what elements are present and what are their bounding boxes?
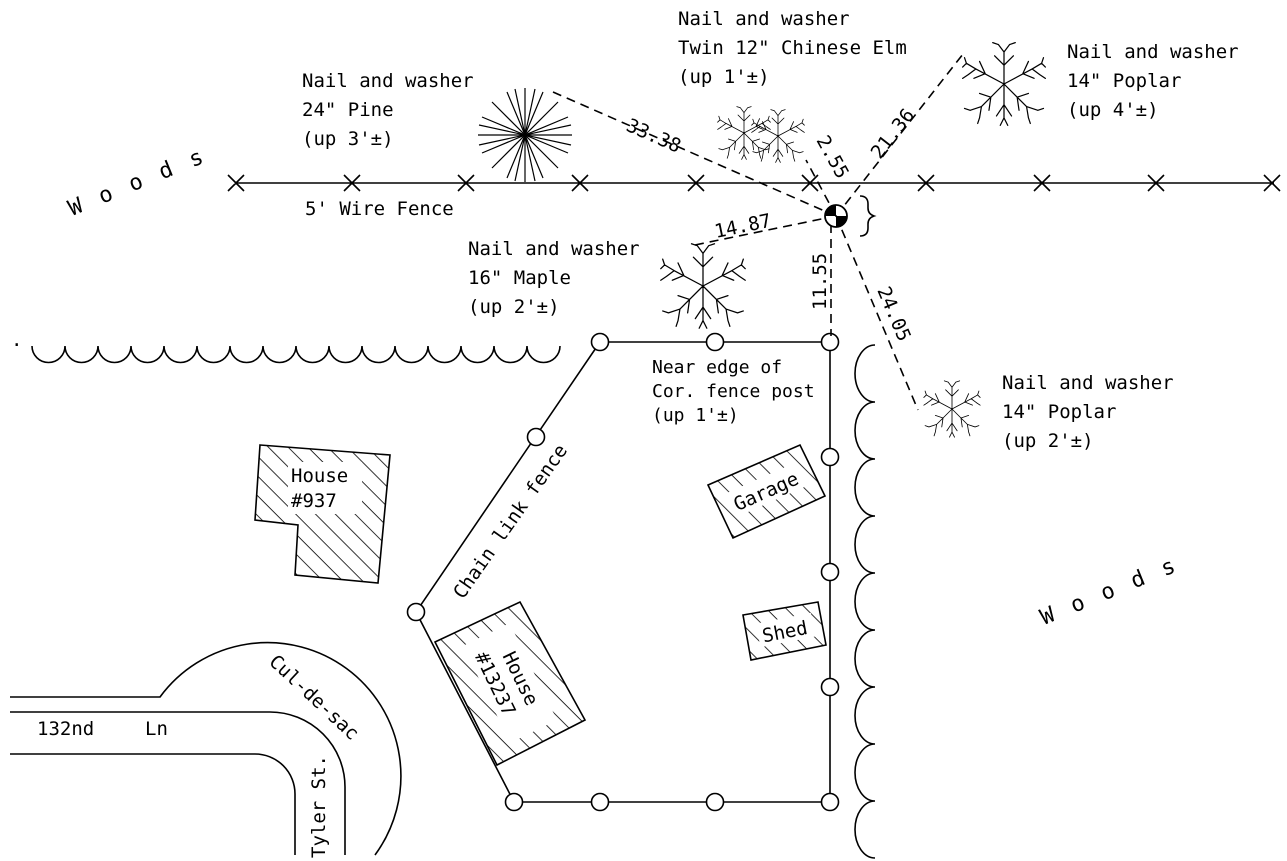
wire-fence-label: 5' Wire Fence (305, 198, 454, 220)
house-937: House #937 (254, 444, 391, 584)
chain-link-fence (415, 341, 831, 803)
svg-text:(up 2'±): (up 2'±) (468, 296, 560, 318)
tree-line-right (854, 344, 876, 859)
svg-text:14" Poplar: 14" Poplar (1067, 70, 1181, 92)
svg-text:#937: #937 (291, 490, 337, 512)
control-point-symbol (824, 204, 848, 228)
maple-tree-label: Nail and washer 16" Maple (up 2'±) (468, 238, 640, 318)
shed: Shed (742, 601, 827, 661)
corner-fence-post (820, 332, 840, 352)
pine-tree-icon (478, 88, 572, 182)
svg-text:Nail and washer: Nail and washer (1067, 41, 1239, 63)
wire-fence (227, 174, 1281, 192)
svg-text:Cor. fence post: Cor. fence post (652, 381, 815, 402)
svg-text:Nail and washer: Nail and washer (468, 238, 640, 260)
house-13237: House #13237 (433, 600, 587, 767)
svg-text:House: House (291, 465, 348, 487)
elm-tree-label: Nail and washer Twin 12" Chinese Elm (up… (678, 8, 907, 88)
tree-line-left: . (11, 329, 561, 364)
svg-text:Nail and washer: Nail and washer (1002, 372, 1174, 394)
fence-posts (406, 332, 840, 812)
poplar-bottom-label: Nail and washer 14" Poplar (up 2'±) (1002, 372, 1174, 452)
pine-tree-label: Nail and washer 24" Pine (up 3'±) (302, 70, 474, 150)
corner-post-label: Near edge of Cor. fence post (up 1'±) (652, 357, 815, 426)
garage: Garage (706, 443, 827, 540)
distance-maple: 14.87 (713, 210, 773, 243)
poplar-top-label: Nail and washer 14" Poplar (up 4'±) (1067, 41, 1239, 121)
svg-text:24" Pine: 24" Pine (302, 99, 394, 121)
svg-text:(up 2'±): (up 2'±) (1002, 430, 1094, 452)
svg-text:Twin 12" Chinese Elm: Twin 12" Chinese Elm (678, 37, 907, 59)
tie-lines (552, 53, 964, 411)
distance-poplar-bottom: 24.05 (872, 283, 915, 344)
lane-suffix-label: Ln (145, 718, 168, 740)
svg-text:Near edge of: Near edge of (652, 357, 782, 378)
distance-corner: 11.55 (809, 253, 831, 310)
svg-text:Nail and washer: Nail and washer (302, 70, 474, 92)
svg-text:(up 4'±): (up 4'±) (1067, 99, 1159, 121)
chain-link-fence-label: Chain link fence (449, 440, 572, 603)
lane-number-label: 132nd (37, 718, 94, 740)
distance-pine: 33.38 (623, 114, 684, 157)
tyler-street-label: Tyler St. (308, 755, 330, 858)
maple-tree-icon (660, 243, 746, 329)
svg-text:14" Poplar: 14" Poplar (1002, 401, 1116, 423)
woods-label-left: W o o d s (65, 144, 210, 222)
street-lines (10, 641, 402, 856)
brace-icon (859, 195, 877, 237)
svg-text:16" Maple: 16" Maple (468, 267, 571, 289)
poplar-tree-icon-top (962, 42, 1046, 126)
elm-tree-icon (717, 106, 771, 160)
svg-text:.: . (11, 329, 22, 351)
poplar-tree-icon-bottom (923, 380, 981, 438)
distance-poplar-top: 21.36 (867, 104, 920, 163)
woods-label-right: W o o d s (1037, 553, 1182, 631)
svg-text:Nail and washer: Nail and washer (678, 8, 850, 30)
svg-text:(up 1'±): (up 1'±) (678, 66, 770, 88)
cul-de-sac-label: Cul-de-sac (265, 651, 364, 745)
svg-text:(up 1'±): (up 1'±) (652, 405, 739, 426)
svg-text:(up 3'±): (up 3'±) (302, 128, 394, 150)
